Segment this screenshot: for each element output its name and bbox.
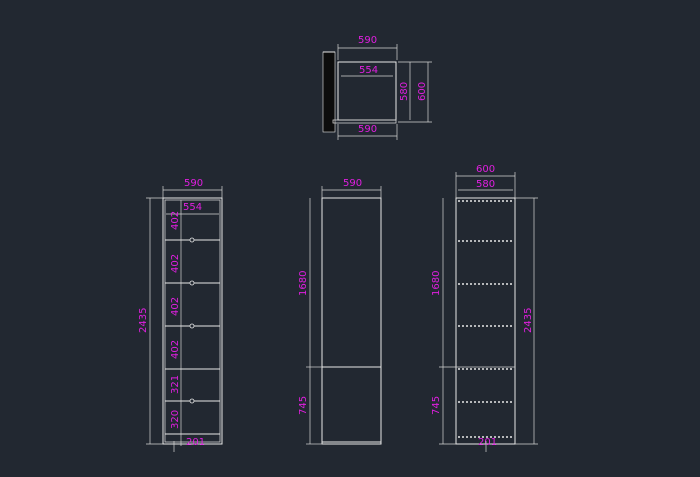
plan-door-line [332,119,397,124]
front-open-height: 2435 [138,308,149,333]
compartment-3-height: 402 [170,297,181,316]
shelf-pin [189,398,195,404]
front-closed-outline [321,197,382,445]
shelf-pin [189,323,195,329]
side-lower-height: 745 [431,396,442,415]
side-plinth: 201 [478,437,497,448]
compartment-6-height: 320 [170,410,181,429]
compartment-4-height: 402 [170,340,181,359]
plan-inner-depth: 580 [399,82,410,101]
front-open-width: 590 [184,178,203,189]
front-open-outline [162,197,223,445]
plan-inner-width: 554 [359,65,378,76]
plan-top-width: 590 [358,35,377,46]
front-open-inner-width: 554 [183,202,202,213]
compartment-1-height: 402 [170,211,181,230]
front-closed-width: 590 [343,178,362,189]
front-open-plinth: 201 [186,437,205,448]
plan-view: 590 554 590 580 600 [322,35,432,140]
side-total-height: 2435 [523,308,534,333]
shelf-pin [189,237,195,243]
plan-outer-depth: 600 [417,82,428,101]
front-open-view: 590 554 2435 402 402 402 402 321 320 201 [138,178,223,452]
plan-bottom-width: 590 [358,124,377,135]
compartment-5-height: 321 [170,375,181,394]
front-closed-view: 590 1680 745 [298,178,382,445]
front-closed-lower-height: 745 [298,396,309,415]
side-outer-depth: 600 [476,164,495,175]
shelf-pin [189,280,195,286]
front-closed-upper-height: 1680 [298,271,309,296]
side-inner-depth: 580 [476,179,495,190]
compartment-2-height: 402 [170,254,181,273]
side-view: 600 580 1680 745 2435 201 [431,164,538,452]
side-outline [455,197,516,445]
side-upper-height: 1680 [431,271,442,296]
